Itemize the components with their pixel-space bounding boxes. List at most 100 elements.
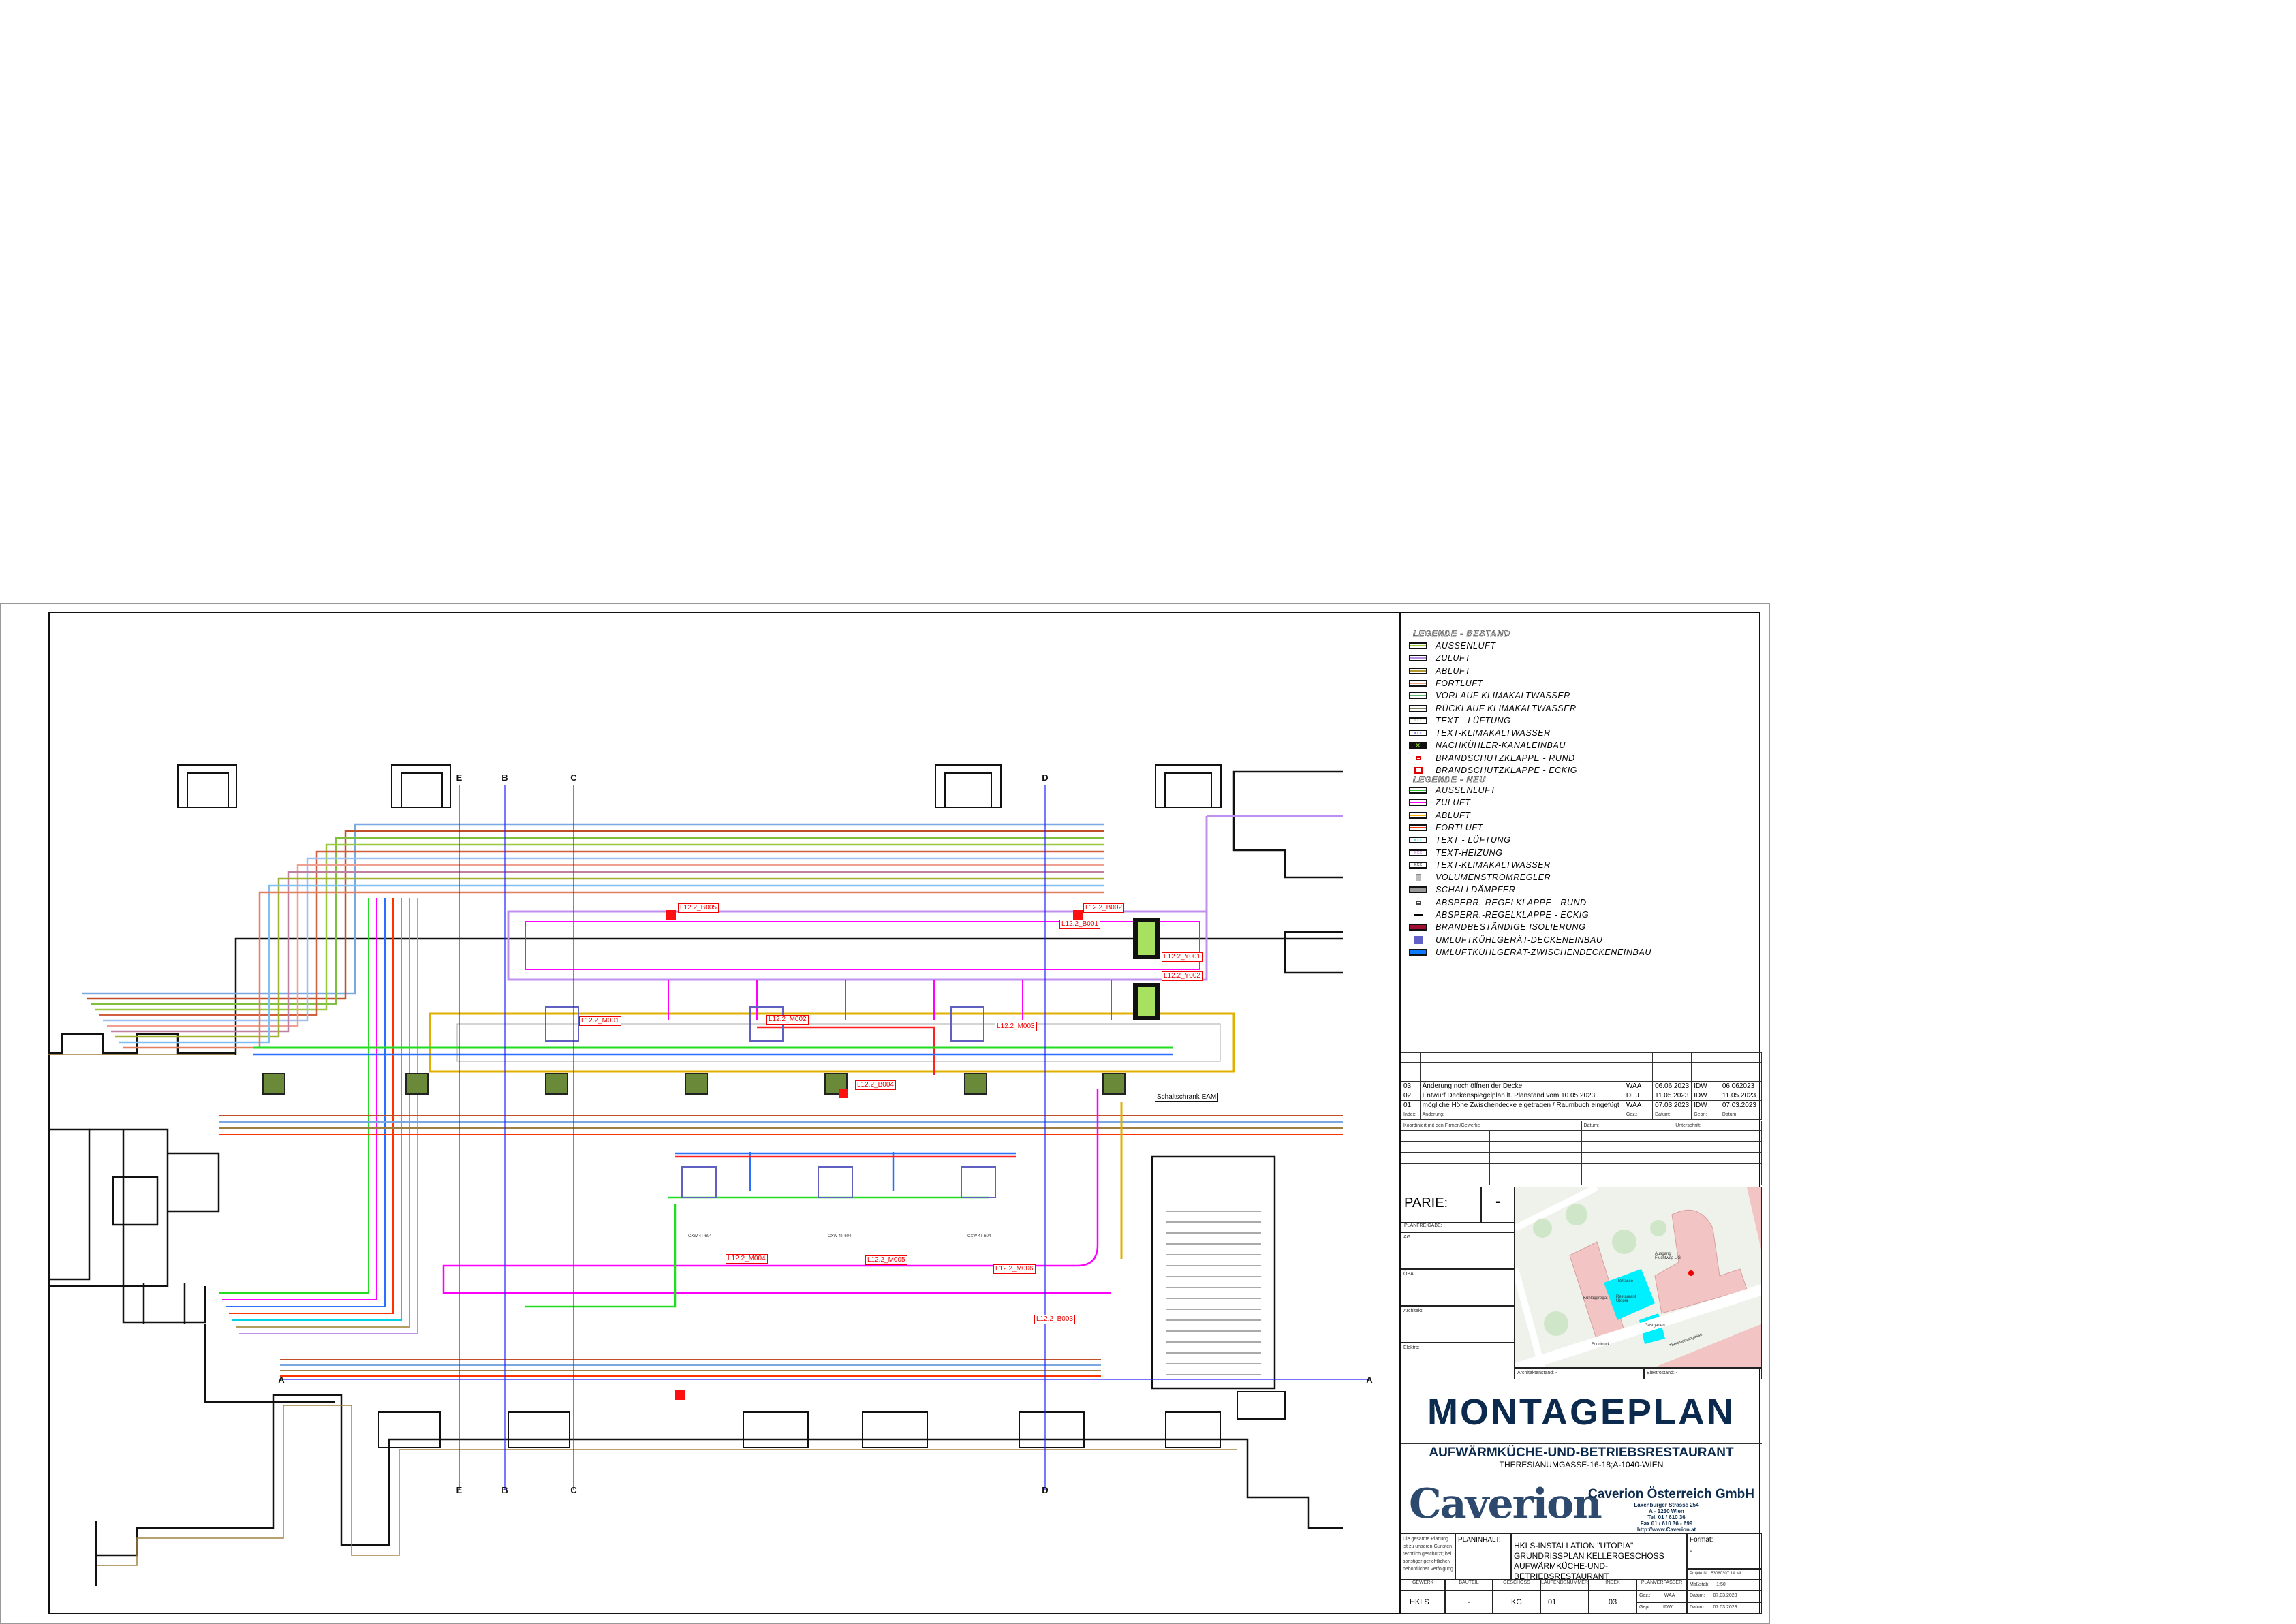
architektenstand: Architektenstand: - <box>1515 1368 1644 1379</box>
building-walls <box>48 770 1343 1586</box>
legal-disclaimer: Die gesamte Planung ist zu unseren Gunst… <box>1401 1533 1455 1580</box>
legend-item-label: TEXT-HEIZUNG <box>1436 847 1503 858</box>
small-swatch-icon <box>1409 899 1427 906</box>
legend-item-label: AUSSENLUFT <box>1436 641 1496 651</box>
grid-axis-e-top: E <box>456 772 463 783</box>
small-swatch-icon <box>1409 755 1427 762</box>
pipe-run <box>82 823 1104 995</box>
legend-item-label: RÜCKLAUF KLIMAKALTWASSER <box>1436 703 1577 713</box>
staircase <box>1166 1211 1261 1375</box>
approval-ag: AG: <box>1401 1232 1515 1269</box>
legend-item-label: FORTLUFT <box>1436 822 1483 832</box>
legend-item: VORLAUF KLIMAKALTWASSER <box>1409 689 1570 702</box>
pipe-riser <box>236 898 410 1328</box>
tag-m006: L12.2_M006 <box>993 1264 1036 1274</box>
legend-item: FORTLUFT <box>1409 822 1483 834</box>
legend-item-label: BRANDSCHUTZKLAPPE - RUND <box>1436 753 1575 763</box>
line-swatch-icon: xxx <box>1409 717 1427 724</box>
line-swatch-icon <box>1409 799 1427 807</box>
map-label-restaurant: Restaurant Utopia <box>1616 1295 1636 1303</box>
revision-checked_date: 11.05.2023 <box>1719 1091 1763 1101</box>
revision-change: mögliche Höhe Zwischendecke eigetragen /… <box>1419 1100 1624 1110</box>
vsr-swatch-icon <box>1409 873 1427 881</box>
legend-item-label: TEXT - LÜFTUNG <box>1436 715 1511 725</box>
grid-axis-e-bottom: E <box>456 1484 463 1495</box>
line-swatch-icon <box>1409 679 1427 687</box>
tag-b001: L12.2_B001 <box>1059 920 1100 929</box>
plan-type-title: MONTAGEPLAN <box>1401 1381 1762 1444</box>
revision-checked: IDW <box>1691 1081 1720 1091</box>
legend-item: VOLUMENSTROMREGLER <box>1409 871 1551 884</box>
fill-swatch-icon <box>1409 948 1427 956</box>
unit-type-label: CXW 4T-604 <box>688 1234 712 1238</box>
tag-y002: L12.2_Y002 <box>1162 971 1203 981</box>
pipe-riser <box>239 898 418 1334</box>
revision-change: Änderung noch öffnen der Decke <box>1419 1081 1624 1091</box>
legend-item-label: UMLUFTKÜHLGERÄT-ZWISCHENDECKENEINBAU <box>1436 947 1652 957</box>
legend-item: RÜCKLAUF KLIMAKALTWASSER <box>1409 702 1577 715</box>
line-swatch-icon <box>1409 787 1427 794</box>
cooling-units-intermediate <box>545 1006 996 1198</box>
pipe-runs <box>82 823 1343 1377</box>
map-label-terrasse: Terrasse <box>1617 1279 1634 1283</box>
legend-item-label: TEXT-KLIMAKALTWASSER <box>1436 860 1551 870</box>
legend-item: ABLUFT <box>1409 809 1471 822</box>
pipe-run <box>111 871 1104 1033</box>
window-recesses <box>177 764 1286 1448</box>
revision-date: 07.03.2023 <box>1652 1100 1692 1110</box>
grid-axis-a-left: A <box>278 1374 285 1385</box>
chilled-water-loops <box>253 1026 1173 1308</box>
grid-axis-a-right: A <box>1366 1374 1373 1385</box>
line-swatch-icon <box>1409 704 1427 712</box>
pipe-riser <box>219 898 369 1294</box>
legend-new-title: LEGENDE - NEU <box>1413 775 1487 785</box>
bar-swatch-icon <box>1409 911 1427 918</box>
parie-value: - <box>1481 1187 1515 1223</box>
legend-item-label: FORTLUFT <box>1436 678 1483 688</box>
legend-item-label: ABLUFT <box>1436 666 1471 676</box>
grid-axis-d-bottom: D <box>1042 1484 1049 1495</box>
revision-drawn: WAA <box>1623 1100 1654 1110</box>
revision-index: 01 <box>1401 1100 1421 1110</box>
square-swatch-icon <box>1409 935 1427 944</box>
legend-item: ABSPERR.-REGELKLAPPE - RUND <box>1409 896 1587 909</box>
legend-item: FORTLUFT <box>1409 677 1483 689</box>
project-number: Projekt Nr.: 53080307 1A.MI <box>1687 1569 1762 1580</box>
pipe-riser <box>232 898 402 1321</box>
revision-drawn: WAA <box>1623 1081 1654 1091</box>
revision-checked: IDW <box>1691 1100 1720 1110</box>
map-label-foodtruck: Foodtruck <box>1592 1343 1610 1347</box>
legend-item-label: ABSPERR.-REGELKLAPPE - RUND <box>1436 897 1587 907</box>
tag-m004: L12.2_M004 <box>726 1254 768 1264</box>
fire-dampers <box>666 910 1083 1400</box>
tag-m002: L12.2_M002 <box>766 1015 809 1025</box>
project-address: THERESIANUMGASSE-16-18;A-1040-WIEN <box>1401 1460 1762 1471</box>
line-swatch-icon <box>1409 692 1427 700</box>
planfreigabe-label: PLANFREIGABE: <box>1401 1223 1515 1232</box>
coordination-label: Koordiniert mit den Firmen/Gewerke <box>1401 1121 1582 1131</box>
legend-item-label: AUSSENLUFT <box>1436 785 1496 795</box>
unit-type-label: CXW 4T-604 <box>828 1234 852 1238</box>
line-swatch-icon <box>1409 811 1427 819</box>
legend-item: ABLUFT <box>1409 665 1471 677</box>
revision-checked: IDW <box>1691 1091 1720 1101</box>
damper-swatch-icon <box>1409 767 1427 774</box>
parie-label: PARIE: <box>1401 1187 1481 1223</box>
grid-axis-lines <box>281 785 1370 1490</box>
line-swatch-icon <box>1409 655 1427 662</box>
legend-item-label: BRANDBESTÄNDIGE ISOLIERUNG <box>1436 922 1586 933</box>
grid-axis-c-top: C <box>570 772 577 783</box>
legend-item: ZULUFT <box>1409 796 1471 809</box>
legend-item-label: ABSPERR.-REGELKLAPPE - ECKIG <box>1436 910 1589 920</box>
line-swatch-icon: xxx <box>1409 837 1427 844</box>
legend-item-label: ZULUFT <box>1436 653 1471 663</box>
legend-item-label: ZULUFT <box>1436 798 1471 808</box>
legend-item-label: SCHALLDÄMPFER <box>1436 885 1516 895</box>
legend-item-label: VORLAUF KLIMAKALTWASSER <box>1436 691 1570 701</box>
